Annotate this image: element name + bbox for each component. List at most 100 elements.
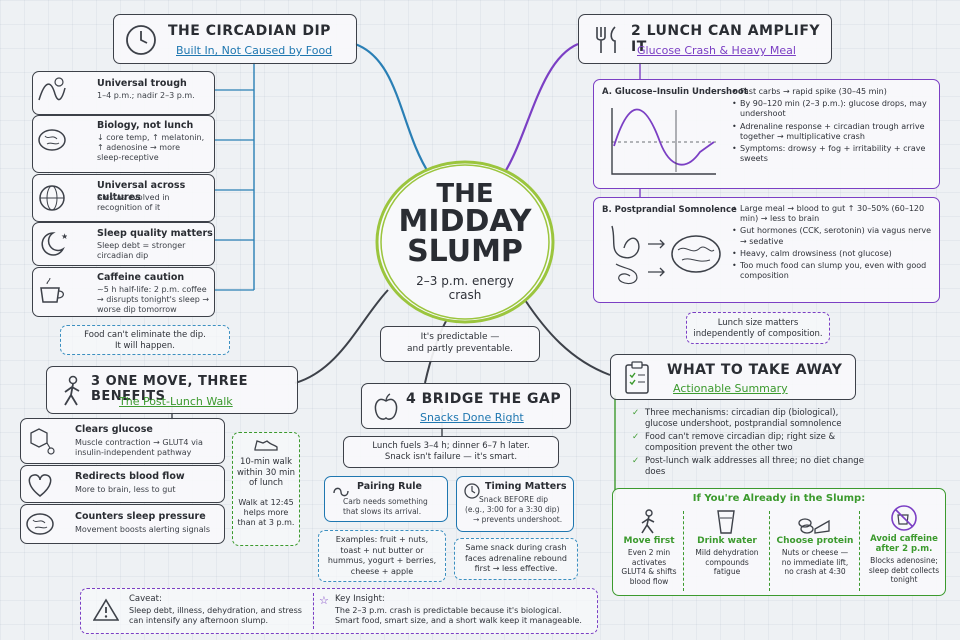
examples-box: Examples: fruit + nuts, toast + nut butt…	[318, 530, 446, 582]
lunch-note: Lunch size matters independently of comp…	[686, 312, 830, 344]
example-line: cheese + apple	[350, 566, 414, 576]
text-line: GLUT4 & shifts	[621, 567, 677, 576]
intro-line: Snack isn't failure — it's smart.	[384, 452, 518, 462]
text-line: The 2–3 p.m. crash is predictable becaus…	[335, 606, 562, 615]
bottom-notes: Caveat: Sleep debt, illness, dehydration…	[80, 588, 598, 634]
stomach-brain-icon	[611, 225, 721, 285]
crash-note: Same snack during crash faces adrenaline…	[454, 538, 578, 580]
lunch-a-bullets: Fast carbs → rapid spike (30–45 min) By …	[732, 87, 936, 166]
walk-header: 3 ONE MOVE, THREE BENEFITS The Post-Lunc…	[46, 366, 298, 414]
center-sub2: crash	[448, 288, 482, 302]
clock-icon	[464, 483, 480, 499]
pairing-text: Carb needs something	[343, 497, 428, 506]
slump-col-text: Blocks adenosine; sleep debt collects to…	[861, 556, 947, 585]
slump-col-title: Drink water	[697, 536, 757, 546]
fork-knife-icon	[596, 26, 616, 53]
item-title: Sleep quality matters	[97, 228, 213, 239]
text-line: fatigue	[713, 567, 741, 576]
note-line: Walk at 12:45	[238, 497, 294, 507]
glucose-curve-chart	[611, 108, 716, 175]
bridge-header: 4 BRIDGE THE GAP Snacks Done Right	[361, 383, 571, 429]
example-line: Examples: fruit + nuts,	[335, 535, 429, 544]
star-icon: ☆	[319, 594, 329, 607]
timing-box: Timing Matters Snack BEFORE dip (e.g., 3…	[456, 476, 574, 532]
note-line: within 30 min	[236, 467, 296, 478]
center-line2: MIDDAY	[398, 204, 532, 239]
item-text: ↑ adenosine → more	[97, 143, 181, 152]
molecule-icon	[30, 428, 55, 455]
item-title: Biology, not lunch	[97, 120, 194, 131]
crash-line: Same snack during crash	[465, 543, 567, 552]
svg-text:★: ★	[61, 232, 67, 241]
intro-line: Lunch fuels 3–4 h; dinner 6–7 h later.	[372, 441, 530, 451]
note-line: independently of composition.	[693, 329, 823, 339]
note-line: of lunch	[248, 478, 284, 488]
slump-panel: If You're Already in the Slump: Move fir…	[612, 488, 946, 596]
slump-col-text: Even 2 min activates GLUT4 & shifts bloo…	[615, 548, 683, 586]
lunch-panel-b: B. Postprandial Somnolence Large meal → …	[593, 197, 940, 303]
circadian-item: ★ Sleep quality matters Sleep debt = str…	[32, 222, 215, 266]
bullet: By 90–120 min (2–3 p.m.): glucose drops,…	[732, 99, 936, 119]
note-line: helps more	[243, 507, 289, 517]
item-text: circadian dip	[97, 251, 149, 260]
lunch-subtitle: Glucose Crash & Heavy Meal	[637, 44, 796, 57]
coffee-cup-icon	[40, 278, 65, 303]
item-title: Clears glucose	[75, 424, 153, 435]
circadian-item: Caffeine caution ~5 h half-life: 2 p.m. …	[32, 267, 215, 317]
item-title: Redirects blood flow	[75, 471, 185, 482]
slump-col-title: Move first	[623, 536, 675, 546]
center-line1: THE	[436, 179, 494, 209]
takeaway-header: WHAT TO TAKE AWAY Actionable Summary	[610, 354, 856, 400]
text-line: Smart food, smart size, and a short walk…	[335, 616, 582, 625]
slump-col-title: Avoid caffeine after 2 p.m.	[870, 534, 938, 554]
text-line: tonight	[890, 575, 918, 584]
slump-title: If You're Already in the Slump:	[692, 493, 866, 504]
nuts-cheese-icon	[798, 518, 830, 534]
predictable-line2: and partly preventable.	[407, 344, 513, 354]
text-line: no immediate lift,	[781, 557, 849, 567]
example-line: hummus, yogurt + berries,	[327, 556, 437, 565]
predictable-box: It's predictable — and partly preventabl…	[380, 326, 540, 362]
water-glass-icon	[717, 510, 735, 534]
bullet: Heavy, calm drowsiness (not glucose)	[732, 249, 936, 259]
item-text: worse dip tomorrow	[97, 305, 177, 314]
circadian-item: Universal across cultures Siestas evolve…	[32, 174, 215, 222]
walk-side-note: 10-min walk within 30 min of lunch Walk …	[232, 432, 300, 546]
example-line: toast + nut butter or	[340, 545, 424, 555]
clock-icon	[126, 25, 156, 55]
lunch-title: 2 LUNCH CAN AMPLIFY IT	[631, 23, 821, 55]
bullet: Large meal → blood to gut ↑ 30–50% (60–1…	[732, 204, 936, 224]
globe-icon	[39, 185, 65, 211]
walk-item: Counters sleep pressure Movement boosts …	[20, 504, 225, 544]
text-line: Even 2 min	[627, 548, 671, 557]
warning-icon	[93, 598, 119, 621]
pairing-text: that slows its arrival.	[343, 507, 422, 516]
text-line: blood flow	[629, 576, 669, 586]
trough-wave-icon	[38, 77, 66, 101]
brain-icon	[38, 129, 66, 151]
item-title: Universal across cultures	[97, 180, 186, 203]
walk-item: Redirects blood flow More to brain, less…	[20, 465, 225, 503]
lunch-b-bullets: Large meal → blood to gut ↑ 30–50% (60–1…	[732, 204, 936, 283]
timing-title: Timing Matters	[485, 481, 567, 492]
circadian-note: Food can't eliminate the dip. It will ha…	[60, 325, 230, 355]
item-text: Sleep debt = stronger	[97, 241, 186, 250]
caveat-title: Caveat:	[129, 594, 162, 604]
walk-item: Clears glucose Muscle contraction → GLUT…	[20, 418, 225, 464]
takeaway-subtitle: Actionable Summary	[673, 382, 788, 395]
note-line: Food can't eliminate the dip.	[84, 330, 206, 340]
center-line3: SLUMP	[407, 234, 523, 269]
no-coffee-icon	[891, 505, 917, 531]
insight-title: Key Insight:	[335, 594, 385, 604]
text-line: Blocks adenosine;	[870, 556, 938, 565]
text-line: Sleep debt, illness, dehydration, and st…	[129, 606, 302, 615]
lunch-b-title: B. Postprandial Somnolence	[602, 205, 737, 215]
note-line: 10-min walk	[239, 457, 293, 467]
note-line: than at 3 p.m.	[237, 517, 295, 527]
caveat-text: Sleep debt, illness, dehydration, and st…	[129, 606, 302, 626]
center-sub1: 2–3 p.m. energy	[416, 274, 514, 288]
takeaway-checklist: Three mechanisms: circadian dip (biologi…	[632, 408, 864, 480]
bridge-title: 4 BRIDGE THE GAP	[406, 391, 562, 407]
crash-line: faces adrenaline rebound	[465, 553, 567, 563]
center-circle	[375, 160, 555, 324]
